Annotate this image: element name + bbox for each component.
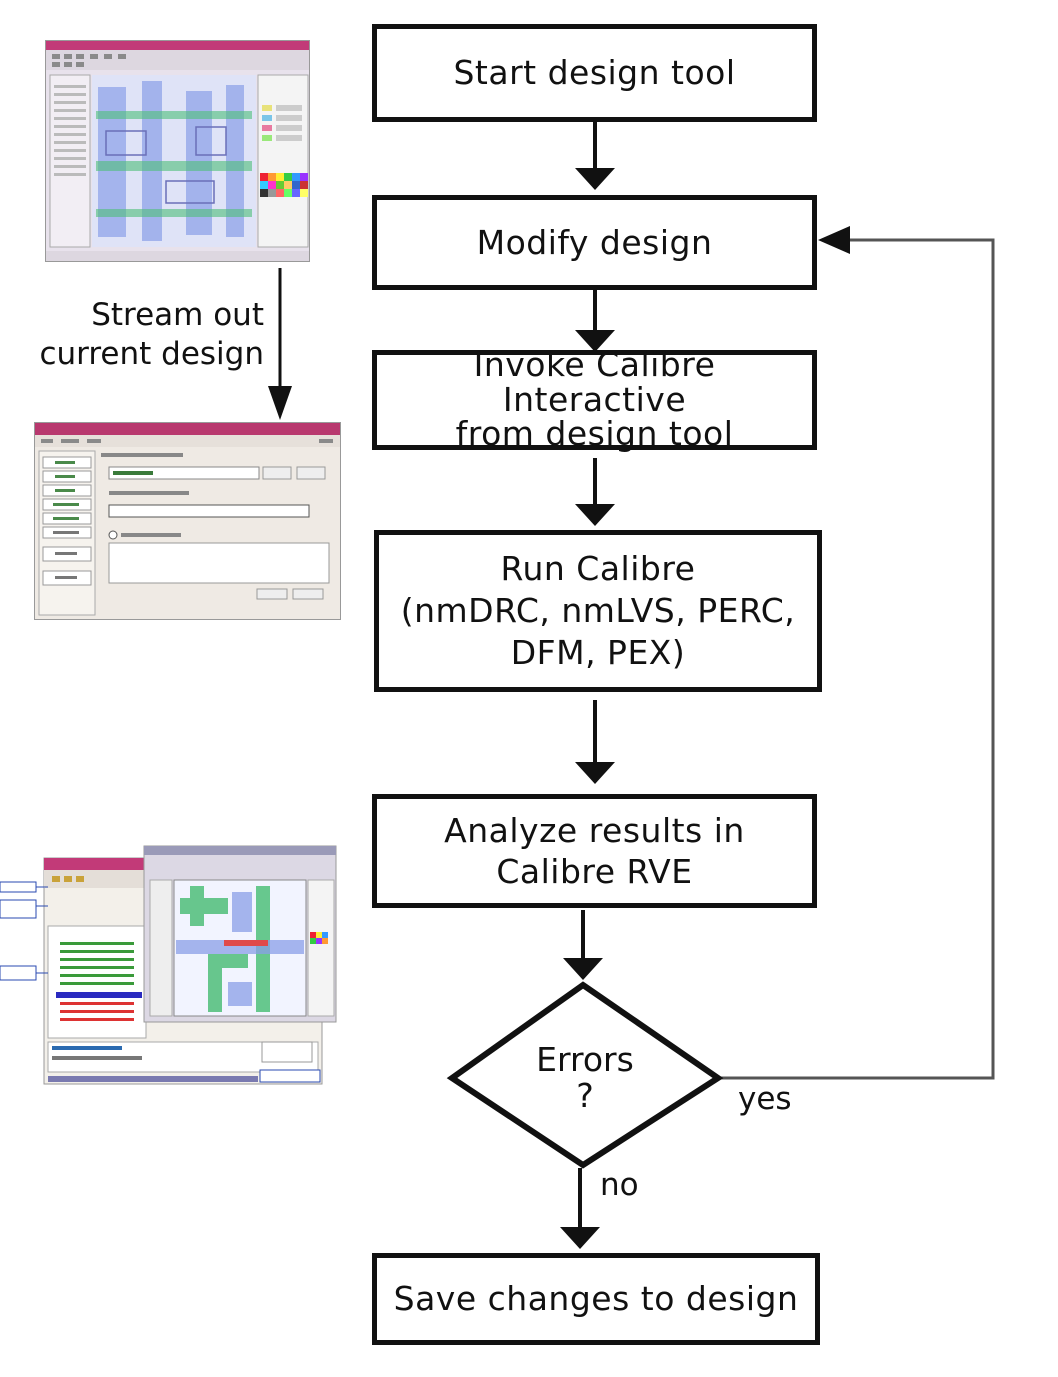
yes-label: yes xyxy=(738,1081,792,1117)
step-save-changes: Save changes to design xyxy=(372,1253,820,1345)
decision-line1: Errors xyxy=(536,1040,634,1079)
layout-editor-screenshot xyxy=(45,40,310,262)
arrowhead-stream-out xyxy=(268,386,292,420)
step-run-calibre: Run Calibre (nmDRC, nmLVS, PERC, DFM, PE… xyxy=(374,530,822,692)
step-analyze-line1: Analyze results in xyxy=(444,810,745,850)
step-invoke-line1: Invoke Calibre Interactive xyxy=(473,345,716,419)
step-save-label: Save changes to design xyxy=(393,1279,799,1319)
step-start-design-tool: Start design tool xyxy=(372,24,817,122)
step-run-line2: (nmDRC, nmLVS, PERC, xyxy=(400,590,796,630)
stream-out-line1: Stream out xyxy=(91,297,264,333)
step-modify-label: Modify design xyxy=(476,222,713,262)
stream-out-line2: current design xyxy=(39,335,264,372)
no-label: no xyxy=(600,1167,639,1203)
step-invoke-line2: from design tool xyxy=(455,414,734,454)
arrow-yes-loop-to-modify xyxy=(718,238,995,1080)
step-invoke-calibre-interactive: Invoke Calibre Interactive from design t… xyxy=(372,345,817,454)
calibre-interactive-dialog-screenshot xyxy=(34,422,341,620)
stream-out-label: Stream out current design xyxy=(36,296,264,374)
step-analyze-results: Analyze results in Calibre RVE xyxy=(372,794,817,908)
layout-editor-thumbnail xyxy=(46,41,309,261)
step-run-line3: DFM, PEX) xyxy=(510,633,686,673)
step-analyze-line2: Calibre RVE xyxy=(496,852,693,891)
step-modify-design: Modify design xyxy=(372,195,817,290)
arrowhead-yes-loop xyxy=(818,226,850,254)
calibre-rve-thumbnail xyxy=(0,845,337,1085)
calibre-interactive-thumbnail xyxy=(35,423,340,616)
step-run-line1: Run Calibre xyxy=(500,548,696,588)
decision-line2: ? xyxy=(576,1076,594,1116)
decision-label: Errors ? xyxy=(520,1040,650,1116)
step-start-label: Start design tool xyxy=(453,53,736,93)
calibre-rve-screenshot xyxy=(0,842,340,1088)
decision-diamond xyxy=(446,981,724,1169)
